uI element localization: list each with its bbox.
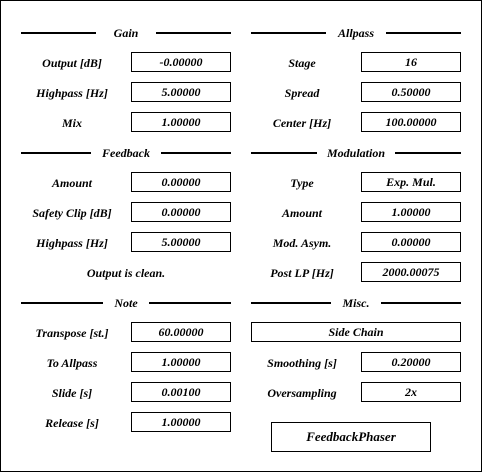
stage-field[interactable]: 16 xyxy=(361,52,461,72)
mod-amount-label: Amount xyxy=(281,206,323,220)
note-section-header: Note xyxy=(21,295,231,311)
modulation-section-header: Modulation xyxy=(251,145,461,161)
mod-asym-label: Mod. Asym. xyxy=(272,236,332,250)
output-field[interactable]: -0.00000 xyxy=(131,52,231,72)
smoothing-label: Smoothing [s] xyxy=(267,356,337,370)
gain-section-header: Gain xyxy=(21,25,231,41)
oversampling-label: Oversampling xyxy=(267,386,337,400)
gain-highpass-label: Highpass [Hz] xyxy=(36,86,108,100)
feedback-title: Feedback xyxy=(102,146,150,160)
feedback-highpass-label: Highpass [Hz] xyxy=(36,236,108,250)
slide-label: Slide [s] xyxy=(51,386,93,400)
allpass-title: Allpass xyxy=(337,26,374,40)
transpose-field[interactable]: 60.00000 xyxy=(131,322,231,342)
mix-label: Mix xyxy=(61,116,82,130)
feedback-section-header: Feedback xyxy=(21,145,231,161)
feedback-status-text: Output is clean. xyxy=(86,266,166,280)
to-allpass-field[interactable]: 1.00000 xyxy=(131,352,231,372)
gain-highpass-field[interactable]: 5.00000 xyxy=(131,82,231,102)
to-allpass-label: To Allpass xyxy=(46,356,98,370)
spread-label: Spread xyxy=(284,86,320,100)
transpose-label: Transpose [st.] xyxy=(35,326,109,340)
gain-title: Gain xyxy=(113,26,139,40)
side-chain-toggle[interactable]: Side Chain xyxy=(251,322,461,342)
feedback-amount-field[interactable]: 0.00000 xyxy=(131,172,231,192)
output-label: Output [dB] xyxy=(42,56,102,70)
release-field[interactable]: 1.00000 xyxy=(131,412,231,432)
mod-amount-field[interactable]: 1.00000 xyxy=(361,202,461,222)
mod-asym-field[interactable]: 0.00000 xyxy=(361,232,461,252)
feedback-amount-label: Amount xyxy=(51,176,93,190)
note-title: Note xyxy=(114,296,138,310)
stage-label: Stage xyxy=(288,56,316,70)
mod-type-field[interactable]: Exp. Mul. xyxy=(361,172,461,192)
misc-title: Misc. xyxy=(342,296,370,310)
safety-clip-field[interactable]: 0.00000 xyxy=(131,202,231,222)
smoothing-field[interactable]: 0.20000 xyxy=(361,352,461,372)
slide-field[interactable]: 0.00100 xyxy=(131,382,231,402)
post-lp-field[interactable]: 2000.00075 xyxy=(361,262,461,282)
feedback-highpass-field[interactable]: 5.00000 xyxy=(131,232,231,252)
center-field[interactable]: 100.00000 xyxy=(361,112,461,132)
center-label: Center [Hz] xyxy=(272,116,332,130)
release-label: Release [s] xyxy=(45,416,99,430)
post-lp-label: Post LP [Hz] xyxy=(270,266,334,280)
safety-clip-label: Safety Clip [dB] xyxy=(32,206,112,220)
mod-type-label: Type xyxy=(290,176,314,190)
misc-section-header: Misc. xyxy=(251,295,461,311)
allpass-section-header: Allpass xyxy=(251,25,461,41)
spread-field[interactable]: 0.50000 xyxy=(361,82,461,102)
modulation-title: Modulation xyxy=(326,146,386,160)
mix-field[interactable]: 1.00000 xyxy=(131,112,231,132)
plugin-name-button[interactable]: FeedbackPhaser xyxy=(271,422,431,452)
oversampling-field[interactable]: 2x xyxy=(361,382,461,402)
